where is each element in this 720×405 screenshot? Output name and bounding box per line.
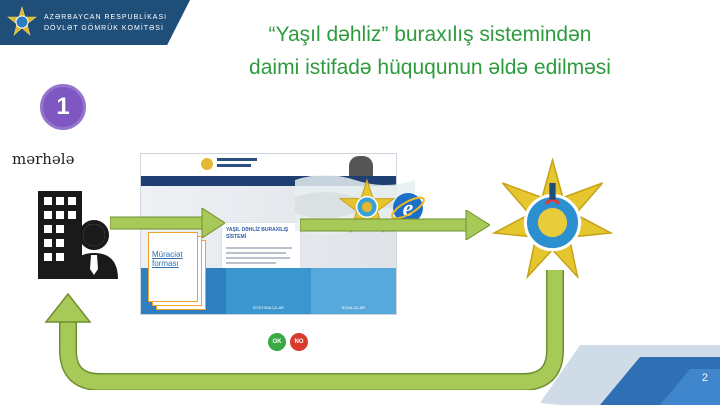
website-portrait [349, 156, 373, 176]
slide-title-line1: “Yaşıl dəhliz” buraxılış sistemindən [268, 23, 592, 46]
org-name-line2: DÖVLƏT GÖMRÜK KOMİTƏSİ [44, 25, 164, 32]
form-label-line1: Müraciət [152, 250, 183, 259]
arrow-to-customs-icon [300, 210, 490, 240]
customs-emblem-small-icon [338, 178, 396, 234]
footer-band [540, 345, 720, 405]
website-card-text [226, 257, 290, 259]
website-logo-text [217, 164, 251, 167]
application-form-label: Müraciət forması [152, 250, 200, 268]
ok-badge: OK [268, 333, 286, 351]
svg-text:e: e [403, 196, 414, 222]
form-label-line2: forması [152, 259, 179, 268]
website-header [141, 154, 396, 176]
no-badge: NO [290, 333, 308, 351]
website-card-text [226, 252, 286, 254]
form-page-front [148, 232, 198, 302]
org-name: AZƏRBAYCAN RESPUBLİKASI DÖVLƏT GÖMRÜK KO… [44, 12, 167, 34]
org-name-line1: AZƏRBAYCAN RESPUBLİKASI [44, 14, 168, 21]
org-badge: AZƏRBAYCAN RESPUBLİKASI DÖVLƏT GÖMRÜK KO… [0, 0, 190, 45]
customs-emblem-large-icon [491, 158, 614, 280]
customs-emblem-icon [7, 6, 37, 36]
website-tile-importers: İDXALÇILAR [311, 268, 396, 314]
slide-title: “Yaşıl dəhliz” buraxılış sistemindən dai… [195, 18, 665, 84]
website-logo-icon [201, 158, 213, 170]
website-logo-text [217, 158, 257, 161]
arrow-to-website-icon [110, 208, 225, 238]
internet-explorer-icon: e [391, 193, 425, 223]
return-arrow-icon [44, 270, 564, 390]
website-card-text [226, 262, 276, 264]
step-number-badge: 1 [40, 84, 86, 130]
website-card-title: YAŞIL DƏHLİZ BURAXILIŞ SİSTEMİ [226, 227, 288, 241]
step-label: mərhələ [12, 150, 75, 168]
application-form-icon [148, 232, 206, 310]
website-card-text [226, 247, 292, 249]
slide-title-line2: daimi istifadə hüququnun əldə edilməsi [249, 56, 611, 79]
website-tile-producers: İSTEHSALÇILAR [226, 268, 311, 314]
website-tile-label: İSTEHSALÇILAR [252, 305, 285, 310]
page-number: 2 [701, 372, 708, 384]
website-nav-bar [141, 176, 396, 186]
website-card-title-line1: YAŞIL DƏHLİZ BURAXILIŞ [226, 227, 289, 233]
company-person-icon [38, 191, 118, 279]
website-card-title-line2: SİSTEMİ [226, 234, 247, 240]
website-tile-label: İDXALÇILAR [341, 305, 366, 310]
